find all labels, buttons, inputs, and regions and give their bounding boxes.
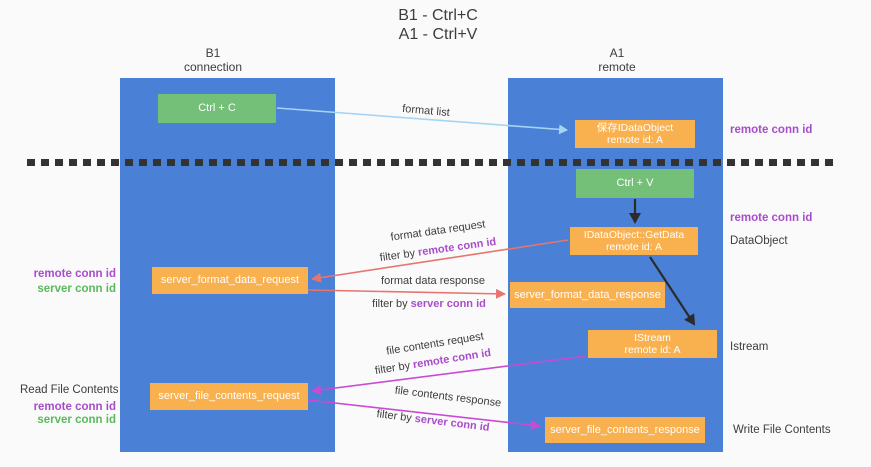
format-response-filter-label: filter by server conn id <box>372 298 486 310</box>
title-line-1: B1 - Ctrl+C <box>398 7 478 24</box>
format-response-label: server_format_data_response <box>514 288 661 301</box>
lane-a1-title: A1 <box>609 46 625 60</box>
server-conn-id-text: server conn id <box>410 298 486 310</box>
file-request-label: server_file_contents_request <box>158 390 300 402</box>
format-data-response-arrow <box>307 288 506 299</box>
dataobject-label: DataObject <box>730 235 788 247</box>
istream-line2: remote id: A <box>624 344 681 356</box>
right-remote-conn-id-top-label: remote conn id <box>730 124 813 136</box>
getdata-line2: remote id: A <box>605 241 663 253</box>
save-idataobject-line1: 保存IDataObject <box>596 121 674 134</box>
left-remote-conn-id-bottom-label: remote conn id <box>33 401 116 413</box>
ctrl-c-node: Ctrl + C <box>158 94 276 123</box>
save-idataobject-line2: remote id: A <box>606 134 664 146</box>
read-file-contents-label: Read File Contents <box>20 384 119 396</box>
server-conn-id-text: server conn id <box>414 412 491 434</box>
lane-header-b1: B1 connection <box>184 46 242 74</box>
istream-line1: IStream <box>634 331 671 344</box>
format-data-response-label: format data response <box>381 275 485 287</box>
file-response-label: server_file_contents_response <box>550 423 700 436</box>
server-file-contents-response-node: server_file_contents_response <box>545 417 705 443</box>
format-request-label: server_format_data_request <box>160 274 300 286</box>
idataobject-getdata-node: IDataObject::GetData remote id: A <box>570 227 698 255</box>
title-line-2: A1 - Ctrl+V <box>398 26 478 43</box>
lane-b1-subtitle: connection <box>183 60 243 74</box>
ctrl-v-label: Ctrl + V <box>616 177 654 189</box>
lane-header-a1: A1 remote <box>598 46 635 74</box>
lane-b1-title: B1 <box>205 46 221 60</box>
istream-node: IStream remote id: A <box>588 330 717 358</box>
istream-side-label: Istream <box>730 341 769 353</box>
getdata-line1: IDataObject::GetData <box>583 228 685 241</box>
remote-conn-id-text: remote conn id <box>417 235 497 259</box>
ctrl-v-node: Ctrl + V <box>576 169 694 198</box>
filter-by-text: filter by <box>372 298 411 310</box>
filter-by-text: filter by <box>379 246 419 265</box>
save-idataobject-node: 保存IDataObject remote id: A <box>575 120 695 148</box>
filter-by-text: filter by <box>374 359 415 378</box>
right-remote-conn-id-mid-label: remote conn id <box>730 212 813 224</box>
diagram-title: B1 - Ctrl+C A1 - Ctrl+V <box>398 6 478 44</box>
server-format-data-response-node: server_format_data_response <box>510 282 665 308</box>
ctrl-c-label: Ctrl + C <box>198 102 236 114</box>
format-list-label: format list <box>401 102 451 120</box>
left-remote-conn-id-top-label: remote conn id <box>33 268 116 280</box>
filter-by-text: filter by <box>375 408 416 425</box>
write-file-contents-label: Write File Contents <box>733 424 831 436</box>
server-format-data-request-node: server_format_data_request <box>152 267 308 294</box>
server-file-contents-request-node: server_file_contents_request <box>150 383 308 410</box>
left-server-conn-id-top-label: server conn id <box>37 283 116 295</box>
left-server-conn-id-bottom-label: server conn id <box>37 414 116 426</box>
file-contents-response-label: file contents response <box>394 384 502 410</box>
file-response-filter-label: filter by server conn id <box>376 408 490 434</box>
lane-a1-subtitle: remote <box>598 60 636 74</box>
dashed-separator-line <box>27 159 833 166</box>
